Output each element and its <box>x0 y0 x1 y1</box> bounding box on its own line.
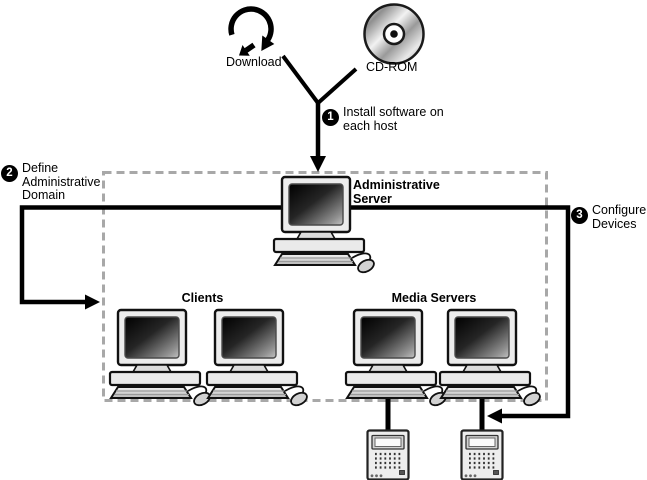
step-2-badge: 2 <box>1 165 18 182</box>
computer-icon-client-2 <box>205 308 311 409</box>
step-2-label-line1: Define <box>22 161 59 175</box>
step-1-label-line2: each host <box>343 118 398 133</box>
cdrom-disc-icon <box>363 3 425 65</box>
step-1-badge: 1 <box>322 109 339 126</box>
administrative-server-label-line2: Server <box>353 191 392 206</box>
media-servers-label: Media Servers <box>391 291 477 305</box>
storage-device-icon-1 <box>366 429 410 480</box>
computer-icon-media-server-2 <box>438 308 544 409</box>
storage-device-icon-2 <box>460 429 504 480</box>
step-1-label: Install software on each host <box>343 105 444 133</box>
administrative-server-label-line1: Administrative <box>353 178 440 192</box>
administrative-domain-boundary <box>102 171 548 402</box>
step-3-label-line2: Devices <box>592 216 637 231</box>
download-label: Download <box>226 55 282 69</box>
step-3-badge: 3 <box>571 207 588 224</box>
cdrom-label: CD-ROM <box>366 60 418 74</box>
install-arrowhead <box>310 156 326 172</box>
cdrom-branch-line <box>316 67 358 105</box>
step-2-label-line3: Domain <box>22 188 66 202</box>
download-branch-line <box>281 54 320 105</box>
download-cycle-icon <box>228 6 275 56</box>
computer-icon-client-1 <box>108 308 214 409</box>
step-2-label: Define Administrative Domain <box>22 161 101 203</box>
define-domain-arrowhead <box>85 294 100 310</box>
clients-label: Clients <box>181 291 224 305</box>
step-3-label: Configure Devices <box>592 203 647 231</box>
step-2-label-line2: Administrative <box>22 174 101 189</box>
step-3-label-line1: Configure <box>592 203 647 217</box>
step-1-label-line1: Install software on <box>343 105 444 119</box>
administrative-server-label: Administrative Server <box>353 178 440 206</box>
computer-icon-media-server-1 <box>344 308 450 409</box>
configure-devices-arrowhead <box>487 408 502 424</box>
